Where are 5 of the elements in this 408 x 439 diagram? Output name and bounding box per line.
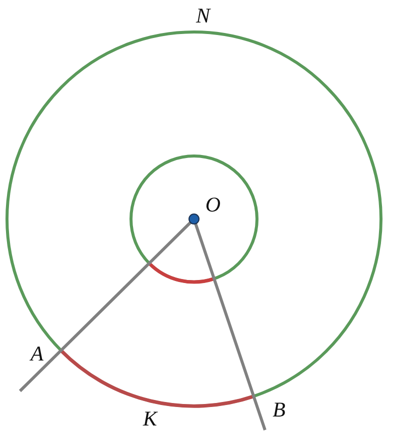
point-label: N: [196, 6, 210, 26]
point-label: A: [30, 344, 44, 364]
point-label: O: [205, 194, 221, 216]
point-label: B: [272, 400, 286, 420]
point-label: K: [143, 408, 157, 430]
